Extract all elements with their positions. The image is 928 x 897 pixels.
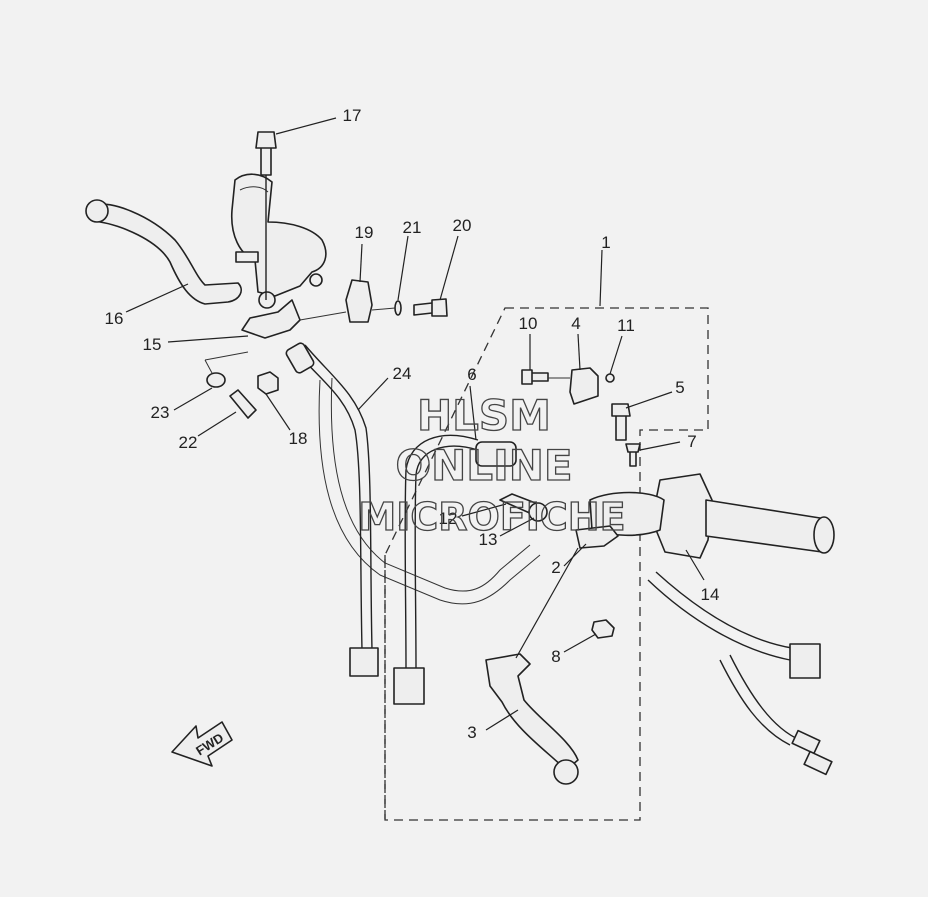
callout-10: 10 [519, 314, 538, 333]
leader-lines [125, 117, 705, 731]
brake-lever-3 [485, 653, 579, 771]
callout-16: 16 [105, 309, 124, 328]
callout-2: 2 [551, 558, 560, 577]
bolt-22 [229, 389, 257, 419]
watermark-line-3: MICROFICHE [358, 495, 625, 539]
bolt-5 [611, 403, 631, 441]
callout-17: 17 [343, 106, 362, 125]
callout-20: 20 [453, 216, 472, 235]
switch-6 [475, 441, 517, 467]
nut-8 [591, 619, 615, 639]
bolt-10 [521, 369, 549, 385]
nut-18 [257, 371, 279, 395]
callout-5: 5 [675, 378, 684, 397]
washer-21 [394, 300, 402, 316]
washer-13 [528, 502, 548, 522]
lever-bracket [241, 299, 301, 339]
handlebar [318, 379, 541, 605]
callout-11: 11 [617, 316, 635, 335]
callout-19: 19 [355, 223, 374, 242]
circlip-11 [605, 373, 615, 383]
connector-24 [349, 647, 379, 677]
callout-12: 12 [439, 509, 458, 528]
switch-plug [285, 342, 315, 374]
watermark-line-2: ONLINE [395, 441, 572, 490]
clamp-19 [345, 279, 373, 323]
callout-14: 14 [701, 585, 720, 604]
callout-13: 13 [479, 530, 498, 549]
callout-23: 23 [151, 403, 170, 422]
lever-ball-end [85, 199, 109, 223]
wire-14 [647, 579, 791, 661]
watermark: HLSM ONLINE MICROFICHE [358, 390, 626, 539]
callout-4: 4 [571, 314, 580, 333]
callout-8: 8 [551, 647, 560, 666]
callout-21: 21 [403, 218, 422, 237]
callout-15: 15 [143, 335, 162, 354]
callout-7: 7 [687, 432, 696, 451]
connector-6 [393, 667, 425, 705]
callout-18: 18 [289, 429, 308, 448]
fwd-arrow: FWD [171, 721, 233, 767]
bolt-20 [413, 298, 448, 317]
switch-assembly-box [384, 307, 709, 821]
callout-24: 24 [393, 364, 412, 383]
callout-numbers: 17 16 15 23 22 18 19 21 20 24 1 10 4 11 … [105, 106, 720, 742]
lever-holder-2 [575, 525, 619, 549]
callout-3: 3 [467, 723, 476, 742]
cable-24 [294, 349, 363, 651]
washer-23 [206, 372, 226, 388]
switch-bracket-4 [569, 367, 599, 405]
bolt-17 [255, 131, 277, 176]
clutch-lever [94, 203, 242, 305]
connector-14 [789, 643, 821, 679]
wire-6 [404, 434, 479, 671]
screw-7 [625, 443, 641, 467]
callout-22: 22 [179, 433, 198, 452]
callout-6: 6 [467, 365, 476, 384]
grip [705, 499, 833, 553]
watermark-line-1: HLSM [417, 391, 551, 440]
callout-1: 1 [601, 233, 610, 252]
